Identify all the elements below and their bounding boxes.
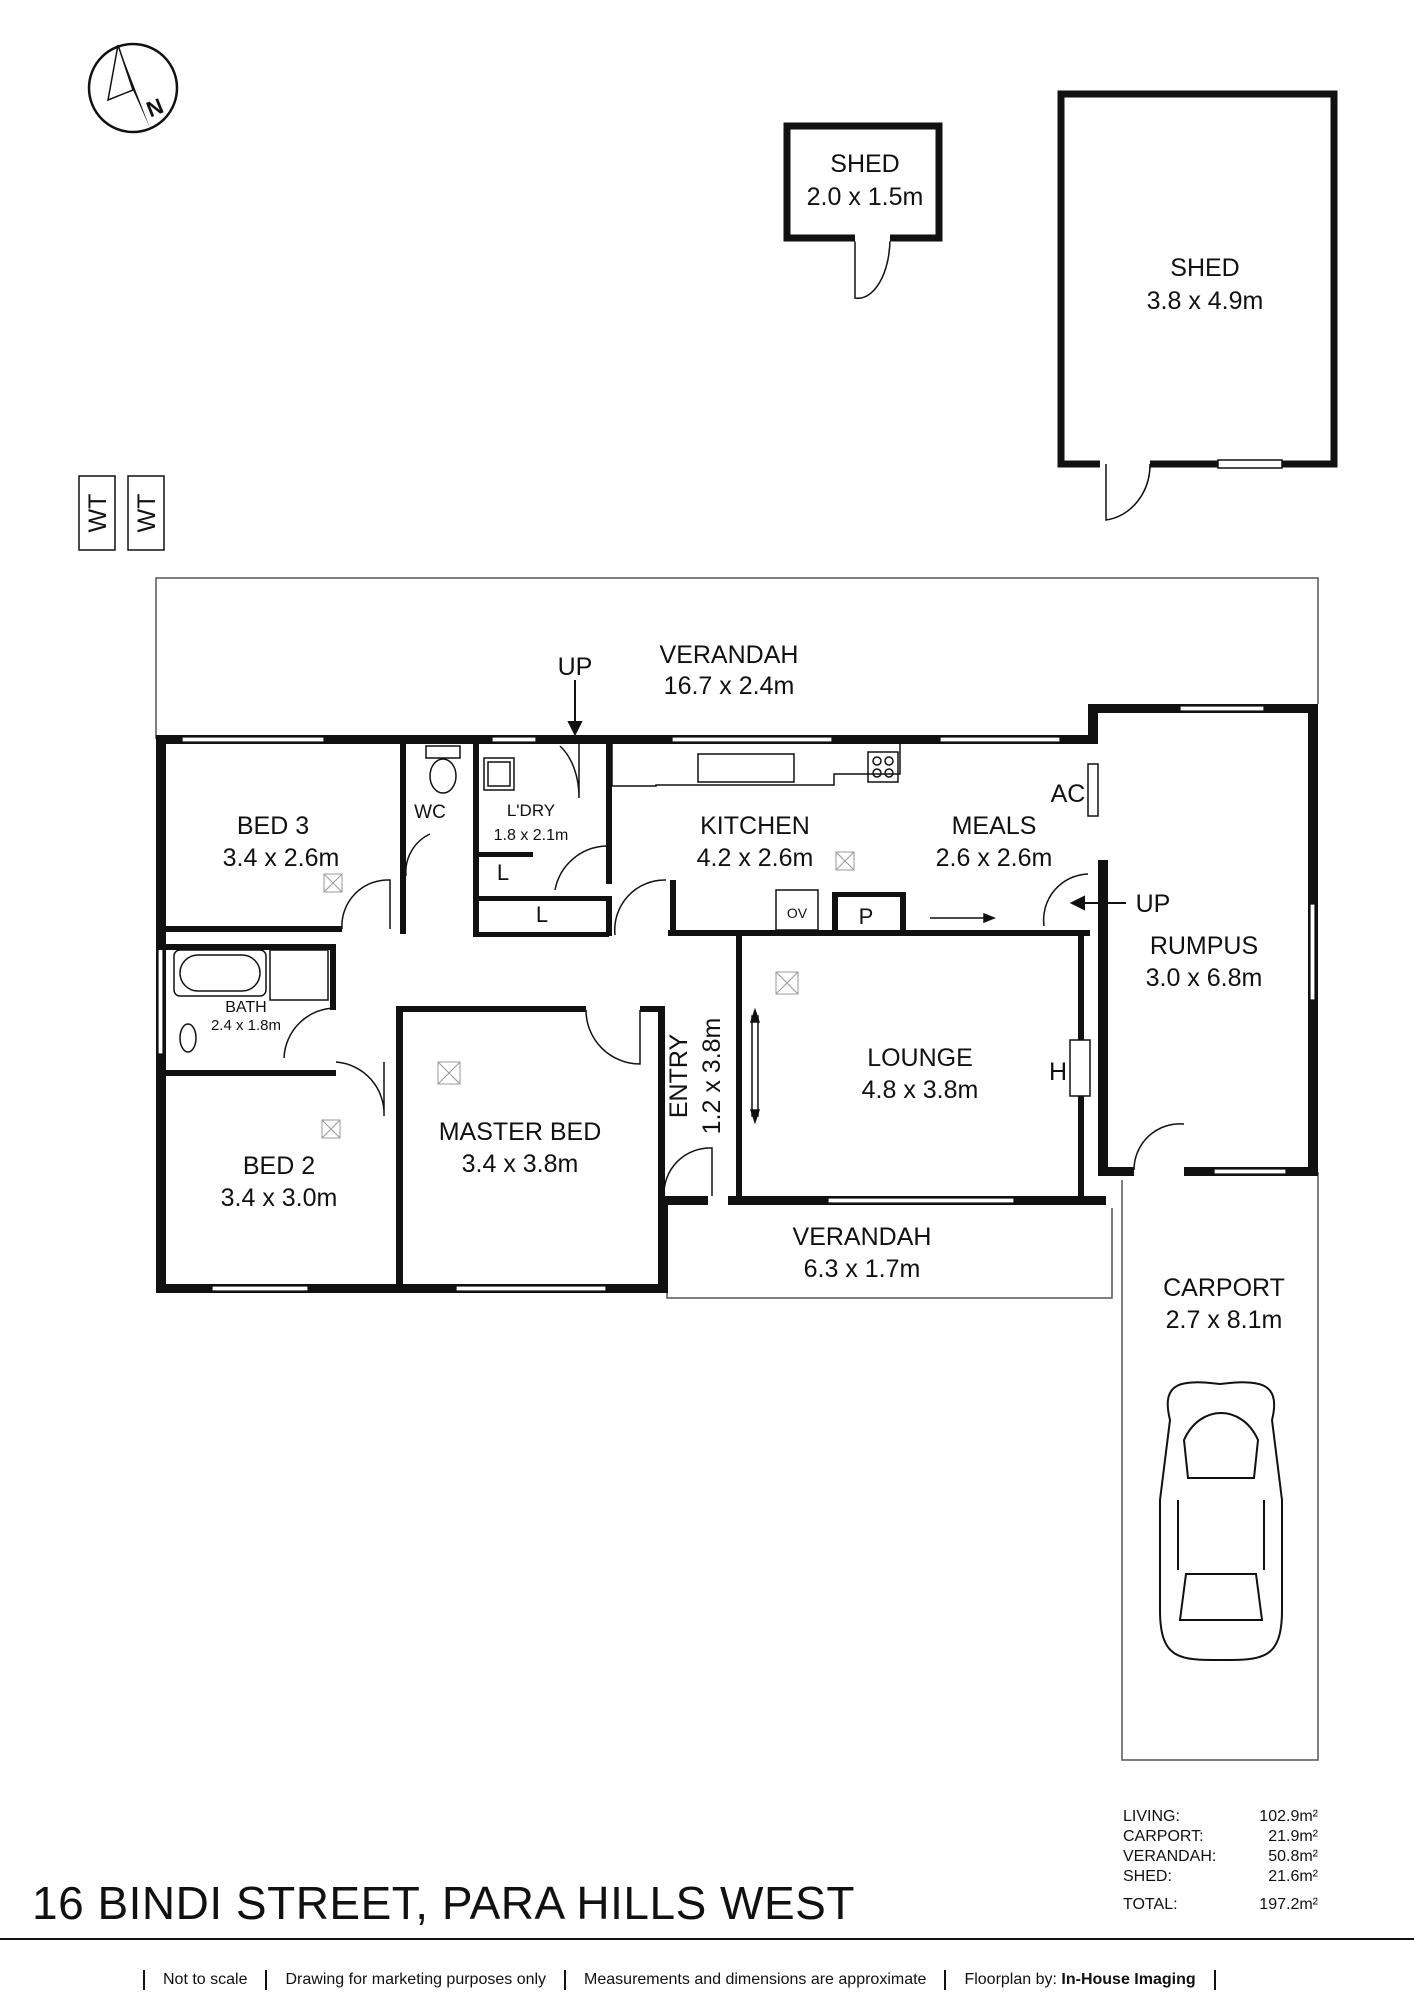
verandah-front-outline: [666, 1208, 1113, 1299]
carport-outline: [1121, 1172, 1319, 1761]
carport-name: CARPORT: [1163, 1274, 1285, 1302]
water-tank-icon: WT: [127, 475, 165, 551]
linen-2-label: L: [536, 902, 548, 927]
divider: [0, 1938, 1414, 1940]
verandah-front-size: 6.3 x 1.7m: [804, 1255, 921, 1283]
water-tank-label: WT: [133, 494, 161, 533]
footer-separator: [564, 1970, 567, 1990]
ac-icon: [1087, 763, 1099, 817]
footer-separator: [265, 1970, 268, 1990]
verandah-rear-name: VERANDAH: [660, 641, 799, 669]
wc-name: WC: [414, 802, 446, 823]
area-value: 102.9m²: [1259, 1808, 1318, 1825]
area-row: CARPORT: 21.9m²: [1123, 1827, 1318, 1847]
up-rear-label: UP: [558, 653, 593, 681]
doors: [283, 738, 1185, 1197]
kitchen-bench: [611, 744, 901, 787]
north-compass-icon: N: [87, 42, 179, 134]
area-value: 50.8m²: [1268, 1848, 1318, 1865]
compass-letter: N: [143, 93, 167, 122]
verandah-rear-outline: [155, 577, 1319, 739]
rumpus-size: 3.0 x 6.8m: [1146, 964, 1263, 992]
verandah-front-name: VERANDAH: [793, 1223, 932, 1251]
footer: Not to scale Drawing for marketing purpo…: [125, 1970, 1234, 1990]
laundry-name: L'DRY: [507, 801, 555, 820]
total-label: TOTAL:: [1123, 1896, 1178, 1913]
laundry-tub-icon: [483, 757, 515, 791]
master-bed-name: MASTER BED: [439, 1118, 602, 1146]
water-tank-icon: WT: [78, 475, 116, 551]
footer-separator: [944, 1970, 947, 1990]
bathtub-icon: [173, 949, 329, 1053]
floor-plan: N WT WT SHED 2.0 x 1.5m SHED 3.8 x 4.9m: [78, 42, 1338, 1761]
water-tank-label: WT: [84, 494, 112, 533]
up-arrow-icon: [567, 680, 583, 737]
bed3-name: BED 3: [237, 812, 309, 840]
pantry-label: P: [859, 904, 874, 929]
footer-brand: In-House Imaging: [1061, 1971, 1196, 1988]
area-summary: LIVING: 102.9m² CARPORT: 21.9m² VERANDAH: 5…: [1123, 1807, 1318, 1915]
up-rumpus-label: UP: [1136, 890, 1171, 918]
shed-large-name: SHED: [1170, 254, 1239, 282]
meals-name: MEALS: [952, 812, 1037, 840]
area-value: 21.6m²: [1268, 1868, 1318, 1885]
linen-1-label: L: [497, 860, 509, 885]
bed2-name: BED 2: [243, 1152, 315, 1180]
shed-small: SHED 2.0 x 1.5m: [783, 122, 943, 300]
lounge-size: 4.8 x 3.8m: [862, 1076, 979, 1104]
shed-small-name: SHED: [830, 150, 899, 178]
master-bed-size: 3.4 x 3.8m: [462, 1150, 579, 1178]
footer-approx: Measurements and dimensions are approxim…: [584, 1971, 927, 1988]
ceiling-fan-icon: [321, 851, 855, 1139]
shed-large-size: 3.8 x 4.9m: [1147, 287, 1264, 315]
toilet-icon: [425, 745, 461, 794]
bed2-size: 3.4 x 3.0m: [221, 1184, 338, 1212]
rumpus-name: RUMPUS: [1150, 932, 1258, 960]
area-label: VERANDAH:: [1123, 1848, 1217, 1865]
area-value: 21.9m²: [1268, 1828, 1318, 1845]
carport-size: 2.7 x 8.1m: [1166, 1306, 1283, 1334]
property-address: 16 BINDI STREET, PARA HILLS WEST: [32, 1877, 855, 1929]
sliding-door-icon: [749, 912, 997, 1125]
area-row: LIVING: 102.9m²: [1123, 1807, 1318, 1827]
area-total-row: TOTAL: 197.2m²: [1123, 1895, 1318, 1915]
area-label: CARPORT:: [1123, 1828, 1204, 1845]
bath-name: BATH: [225, 999, 266, 1016]
shed-large: SHED 3.8 x 4.9m: [1057, 90, 1338, 521]
lounge-name: LOUNGE: [867, 1044, 973, 1072]
bath-size: 2.4 x 1.8m: [211, 1017, 281, 1034]
car-icon: [1159, 1381, 1283, 1661]
oven-label: OV: [787, 905, 808, 921]
windows: [157, 705, 1316, 1292]
bed3-size: 3.4 x 2.6m: [223, 844, 340, 872]
ac-label: AC: [1051, 780, 1086, 808]
footer-floorplan-by: Floorplan by:: [964, 1971, 1057, 1988]
entry-size: 1.2 x 3.8m: [698, 1018, 726, 1135]
heater-icon: [1069, 1039, 1091, 1097]
footer-separator: [1213, 1970, 1216, 1990]
area-label: LIVING:: [1123, 1808, 1180, 1825]
laundry-size: 1.8 x 2.1m: [494, 827, 569, 844]
meals-size: 2.6 x 2.6m: [936, 844, 1053, 872]
total-value: 197.2m²: [1259, 1896, 1318, 1913]
area-row: SHED: 21.6m²: [1123, 1867, 1318, 1887]
up-arrow-icon: [1069, 895, 1126, 911]
entry-name: ENTRY: [665, 1034, 693, 1119]
area-label: SHED:: [1123, 1868, 1172, 1885]
footer-marketing: Drawing for marketing purposes only: [285, 1971, 547, 1988]
heater-label: H: [1049, 1058, 1067, 1086]
kitchen-size: 4.2 x 2.6m: [697, 844, 814, 872]
shed-small-size: 2.0 x 1.5m: [807, 183, 924, 211]
verandah-rear-size: 16.7 x 2.4m: [664, 672, 795, 700]
area-row: VERANDAH: 50.8m²: [1123, 1847, 1318, 1867]
footer-not-to-scale: Not to scale: [163, 1971, 248, 1988]
footer-separator: [143, 1970, 145, 1990]
kitchen-name: KITCHEN: [700, 812, 810, 840]
